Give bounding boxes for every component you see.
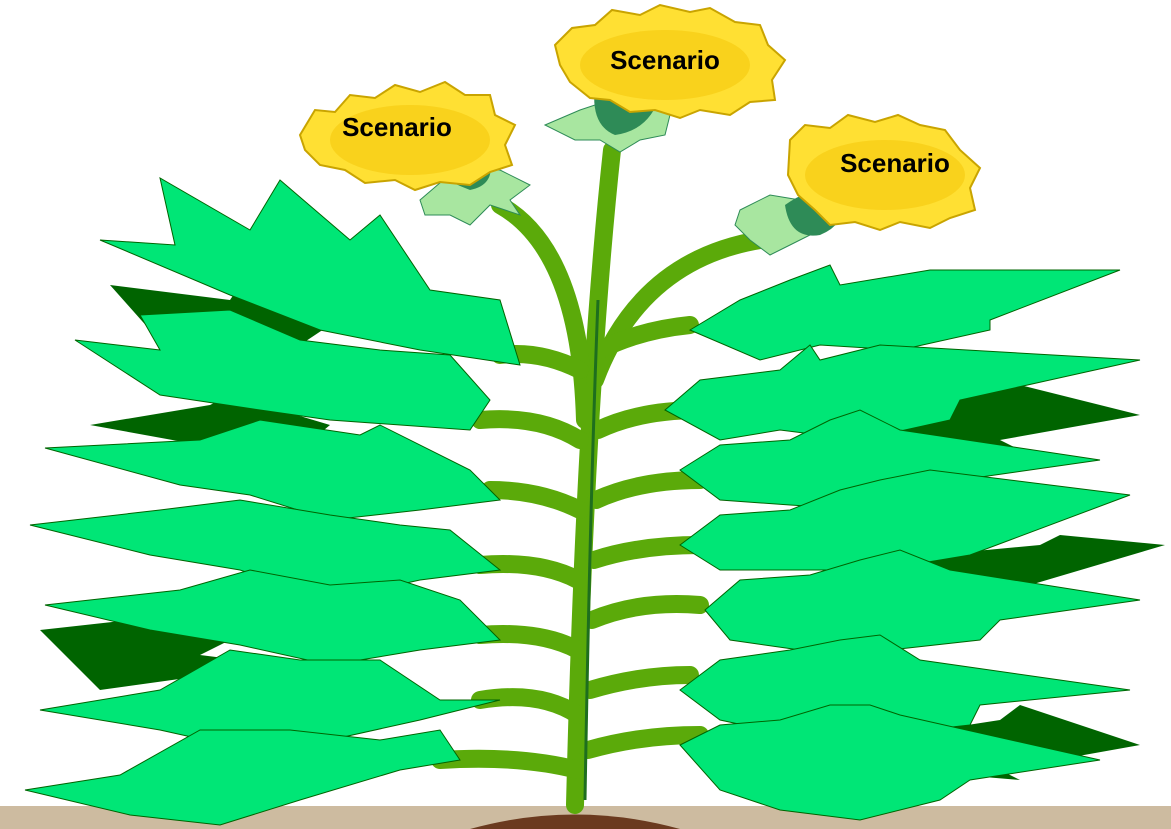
leaves-left [25,178,520,825]
flower-right: Scenario [735,115,980,255]
leaf-right-1 [690,265,1120,360]
flower-left: Scenario [300,82,530,225]
flower-label-left: Scenario [342,112,452,142]
flower-label-right: Scenario [840,148,950,178]
flower-center: Scenario [545,5,785,152]
flower-label-center: Scenario [610,45,720,75]
